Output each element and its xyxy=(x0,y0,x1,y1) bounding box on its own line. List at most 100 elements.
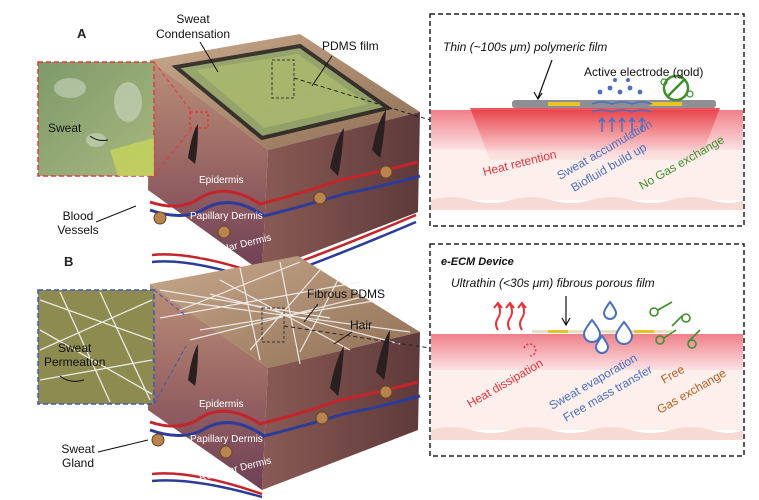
droplet-a-1 xyxy=(54,78,86,98)
fibrous-mesh xyxy=(159,261,411,365)
epidermis-label-a: Epidermis xyxy=(199,175,243,186)
sweat-condensation-area xyxy=(196,54,368,128)
zoom-box-b xyxy=(261,307,285,343)
connector-line-a xyxy=(293,77,431,121)
droplet-a-2 xyxy=(114,82,142,122)
up-arrow-a-1 xyxy=(598,116,606,132)
blood-vessel-deep-red-b xyxy=(151,472,263,496)
fiber-11 xyxy=(159,281,361,319)
heat-arrows-b xyxy=(493,301,527,331)
hair-label: Hair xyxy=(350,318,372,332)
panel-a-letter: A xyxy=(77,26,87,41)
sweat-drop-a-6 xyxy=(613,78,617,82)
fiber-9 xyxy=(209,293,401,345)
skin-block-b xyxy=(148,256,421,499)
sweat-drop-a-5 xyxy=(637,89,643,95)
up-arrow-a-4 xyxy=(628,116,636,132)
sweat-drop-a-2 xyxy=(607,85,613,91)
panel-b: B xyxy=(37,243,745,499)
blood-vessel-red-a xyxy=(149,160,419,208)
sweat-gland-b-2 xyxy=(219,445,233,459)
blood-vessel-blue-a xyxy=(149,174,421,218)
gas-molecule-b-4 xyxy=(687,339,697,349)
inset-box-a: Thin (~100s μm) polymeric film Active el… xyxy=(429,13,745,227)
hair-follicle-b-2 xyxy=(376,330,390,380)
sweat-gland-a-2 xyxy=(217,225,231,239)
skin-wave-a xyxy=(431,197,743,210)
sweat-drop-a-3 xyxy=(617,89,623,95)
sweat-drop-b-3 xyxy=(614,320,634,345)
sweat-drop-a-1 xyxy=(597,89,603,95)
fiber-10 xyxy=(249,269,321,351)
pdms-film-label: PDMS film xyxy=(322,39,379,53)
device-title-b: e-ECM Device xyxy=(441,256,514,268)
skin-block-a xyxy=(148,34,421,284)
sweat-gland-a-1 xyxy=(153,211,167,225)
blood-vessels-pointer xyxy=(95,205,137,223)
sweat-permeation-label-2: Permeation xyxy=(44,355,105,369)
heat-arrow-b-3 xyxy=(517,301,527,331)
sweat-gland-b-1 xyxy=(151,433,165,447)
film-title-arrowhead-b xyxy=(561,317,571,327)
no-gas-icon xyxy=(660,74,694,102)
zoom-box-sweat-a xyxy=(189,111,209,129)
sweat-arrow-a xyxy=(89,135,109,141)
hair-follicle-b-3 xyxy=(188,344,198,386)
inset-fiber-2 xyxy=(39,299,153,351)
film-title-a: Thin (~100s μm) polymeric film xyxy=(443,40,607,54)
sweat-gland-pointer xyxy=(97,439,149,453)
film-title-b: Ultrathin (<30s μm) fibrous porous film xyxy=(451,276,655,290)
sweat-drops-a xyxy=(597,78,643,95)
sweat-drop-b-1 xyxy=(582,318,602,343)
sweat-condensation-label-1: Sweat xyxy=(176,12,210,26)
film-edge-a xyxy=(110,138,154,176)
blood-vessels-label-2: Vessels xyxy=(57,223,98,237)
sweat-label-a: Sweat xyxy=(48,121,82,135)
panel-b-letter: B xyxy=(64,254,73,269)
film-title-arrowhead-a xyxy=(533,91,543,101)
electrode-gold-a-1 xyxy=(548,102,580,106)
gas-vector-b-1 xyxy=(657,301,673,311)
fiber-2 xyxy=(179,261,301,311)
panel-a: A xyxy=(37,12,745,284)
film-title-arrow-a xyxy=(537,59,553,99)
electrode-gold-a-2 xyxy=(650,102,682,106)
sweat-inset-b: Sweat Permeation xyxy=(37,289,187,405)
fibrous-pdms-pointer xyxy=(303,303,319,323)
skin-front-face-b xyxy=(148,284,268,490)
sweat-drop-b-4 xyxy=(594,334,610,354)
sweat-inset-a: Sweat xyxy=(37,61,193,177)
hair-follicle-a-2 xyxy=(372,110,386,158)
gas-exchange-molecules-b xyxy=(649,301,701,349)
no-gas-slash xyxy=(667,79,685,97)
biofluid-arrows-a xyxy=(598,116,646,132)
hair-pointer xyxy=(333,331,353,345)
fibrous-pdms-label: Fibrous PDMS xyxy=(307,287,385,301)
sweat-permeation-label-1: Sweat xyxy=(58,341,92,355)
inset-fiber-3 xyxy=(59,291,111,403)
blood-vessels-label-1: Blood xyxy=(63,209,94,223)
sweat-drop-a-7 xyxy=(626,78,630,82)
sweat-permeation-arrow xyxy=(59,375,85,382)
sweat-drop-b-2 xyxy=(602,300,618,320)
zoom-box-a xyxy=(271,59,295,99)
sweat-drops-b xyxy=(582,300,634,354)
active-electrode-label: Active electrode (gold) xyxy=(584,65,703,79)
skin-top-surface-b xyxy=(150,256,420,368)
no-gas-circle xyxy=(662,74,690,102)
gas-vector-b-4 xyxy=(687,329,701,343)
hair-follicle-a-3 xyxy=(188,124,198,164)
hair-follicle-a-1 xyxy=(330,128,344,176)
sweat-gland-a-4 xyxy=(379,165,393,179)
blood-vessel-deep-blue-b xyxy=(151,479,263,499)
fiber-6 xyxy=(239,267,261,361)
gas-molecule-b-3 xyxy=(655,335,665,345)
heat-arrow-b-2 xyxy=(505,301,515,331)
up-arrow-a-2 xyxy=(608,116,616,132)
hair-follicle-b-1 xyxy=(330,346,344,396)
sweat-gland-b-4 xyxy=(379,385,393,399)
fibrous-film-b xyxy=(532,330,672,333)
blood-vessel-blue-b xyxy=(149,394,421,438)
